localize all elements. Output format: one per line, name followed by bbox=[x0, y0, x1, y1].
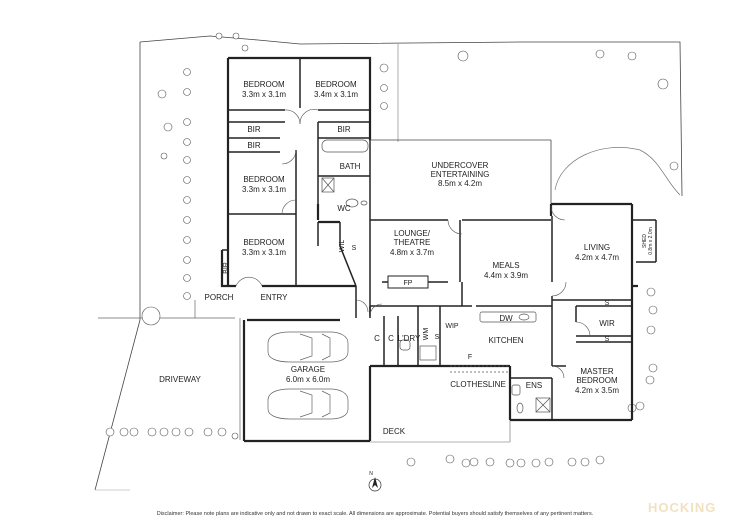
master-title-1: MASTER bbox=[580, 367, 614, 376]
kitchen-fixtures bbox=[399, 311, 537, 373]
bir-label: BIR bbox=[247, 125, 261, 134]
master-title-2: BEDROOM bbox=[576, 376, 618, 385]
fireplace bbox=[387, 275, 429, 289]
bedroom4-dims: 3.3m x 3.1m bbox=[242, 248, 286, 257]
porch-label: PORCH bbox=[205, 293, 234, 302]
bath-label: BATH bbox=[340, 162, 361, 171]
shed-dims: 0.8m x 2.0m bbox=[648, 227, 654, 255]
clothesline-label: CLOTHESLINE bbox=[450, 380, 506, 389]
wir-label: WIR bbox=[599, 319, 615, 328]
lounge-dims: 4.8m x 3.7m bbox=[390, 248, 434, 257]
ensuite-label: ENS bbox=[526, 381, 542, 390]
bath-fixtures bbox=[321, 139, 551, 414]
bedroom2-name: BEDROOM bbox=[315, 80, 357, 89]
deck-outline bbox=[370, 420, 511, 443]
bedroom2-dims: 3.4m x 3.1m bbox=[314, 90, 358, 99]
cupboard-label: C bbox=[374, 334, 380, 343]
living-name: LIVING bbox=[584, 243, 610, 252]
meals-dims: 4.4m x 3.9m bbox=[484, 271, 528, 280]
interior-walls bbox=[222, 58, 657, 420]
undercover-title-2: ENTERTAINING bbox=[431, 170, 490, 179]
brand-watermark: HOCKING bbox=[648, 500, 717, 515]
wip-label: WIP bbox=[445, 323, 459, 330]
master-dims: 4.2m x 3.5m bbox=[575, 386, 619, 395]
site-boundary bbox=[94, 35, 683, 491]
lounge-title-1: LOUNGE/ bbox=[394, 229, 431, 238]
door-swings bbox=[235, 109, 591, 379]
bir-label: BIR bbox=[337, 125, 351, 134]
washing-machine-label: WM bbox=[423, 328, 430, 341]
bedroom1-name: BEDROOM bbox=[243, 80, 285, 89]
trees-bottom bbox=[105, 427, 605, 468]
compass-north-label: N bbox=[369, 471, 373, 477]
disclaimer-text: Disclaimer: Please note plans are indica… bbox=[156, 511, 594, 517]
bedroom3-name: BEDROOM bbox=[243, 175, 285, 184]
cupboard-label: C bbox=[388, 334, 394, 343]
deck-label: DECK bbox=[383, 427, 406, 436]
dishwasher-label: DW bbox=[499, 314, 513, 323]
laundry-label: L'DRY bbox=[398, 334, 421, 343]
shed-name: SHED bbox=[642, 234, 648, 248]
bir-label: BIR bbox=[223, 262, 230, 274]
compass-icon bbox=[368, 477, 382, 492]
bedroom1-dims: 3.3m x 3.1m bbox=[242, 90, 286, 99]
living-dims: 4.2m x 4.7m bbox=[575, 253, 619, 262]
trees-right bbox=[379, 49, 679, 413]
shelf-label: S bbox=[435, 334, 440, 341]
shelf-label: S bbox=[605, 300, 610, 307]
driveway-outline bbox=[98, 300, 241, 440]
bir-label: BIR bbox=[247, 141, 261, 150]
wil-label: WIL bbox=[339, 240, 346, 253]
car-icon bbox=[267, 331, 349, 420]
garage-dims: 6.0m x 6.0m bbox=[286, 375, 330, 384]
fridge-label: F bbox=[468, 354, 472, 361]
shelf-label: S bbox=[352, 245, 357, 252]
fireplace-label: FP bbox=[404, 280, 413, 287]
garden-bed bbox=[554, 147, 681, 196]
meals-name: MEALS bbox=[492, 261, 519, 270]
undercover-dims: 8.5m x 4.2m bbox=[438, 179, 482, 188]
garage-name: GARAGE bbox=[291, 365, 325, 374]
driveway-label: DRIVEWAY bbox=[159, 375, 201, 384]
bedroom3-dims: 3.3m x 3.1m bbox=[242, 185, 286, 194]
shelf-label: S bbox=[605, 336, 610, 343]
undercover-outline bbox=[370, 139, 552, 204]
undercover-title-1: UNDERCOVER bbox=[432, 161, 489, 170]
trees-left bbox=[141, 32, 249, 326]
wc-label: WC bbox=[337, 204, 351, 213]
lounge-title-2: THEATRE bbox=[394, 238, 431, 247]
kitchen-label: KITCHEN bbox=[488, 336, 523, 345]
bedroom4-name: BEDROOM bbox=[243, 238, 285, 247]
entry-label: ENTRY bbox=[261, 293, 289, 302]
